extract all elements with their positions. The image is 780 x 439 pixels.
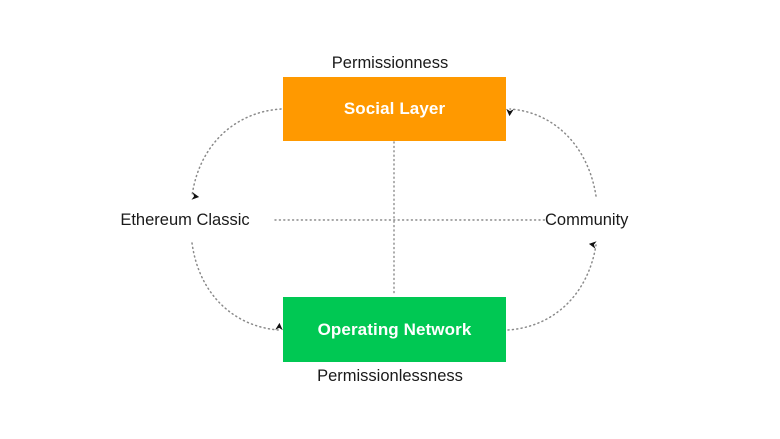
node-operating-network[interactable]: Operating Network — [283, 297, 506, 362]
axis-label-bottom: Permissionlessness — [317, 367, 463, 385]
axis-label-community: Community — [545, 211, 629, 229]
axis-label-top: Permissionness — [331, 54, 449, 72]
node-social-layer-label: Social Layer — [343, 99, 446, 118]
axis-label-ethereum-classic: Ethereum Classic — [120, 211, 250, 229]
arc-community-to-social-layer — [506, 108, 597, 197]
node-social-layer[interactable]: Social Layer — [283, 77, 506, 141]
arc-ethereum-classic-to-operating-network — [191, 242, 283, 331]
arc-social-layer-to-ethereum-classic — [191, 108, 282, 200]
node-operating-network-label: Operating Network — [317, 319, 472, 339]
arc-operating-network-to-community — [507, 241, 597, 331]
